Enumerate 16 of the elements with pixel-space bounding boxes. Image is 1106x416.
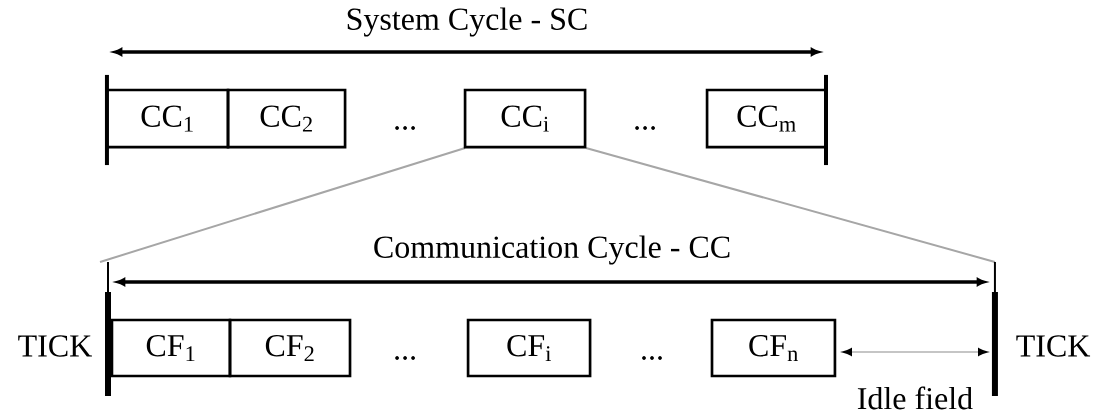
tick-label: TICK: [1014, 333, 1092, 359]
ellipsis: ...: [391, 354, 419, 362]
ellipsis: ...: [638, 354, 666, 362]
frame-box: CC$_{1}$: [105, 88, 230, 149]
frame-box: CC$_{i}$: [463, 88, 587, 149]
frame-box: CF$_{1}$: [110, 318, 232, 378]
cycle-title: Communication Cycle - CC: [371, 234, 733, 266]
idle-field-label: Idle field: [855, 385, 975, 411]
frame-box: CF$_{2}$: [228, 318, 352, 378]
cycle-title: System Cycle - SC: [344, 6, 590, 38]
frame-box: CC$_{2}$: [226, 88, 347, 149]
frame-box: CC$_{m}$: [705, 88, 828, 149]
frame-box: CF$_{i}$: [466, 318, 592, 378]
ellipsis: ...: [631, 124, 659, 132]
frame-box: CF$_{n}$: [710, 318, 837, 378]
ellipsis: ...: [391, 124, 419, 132]
